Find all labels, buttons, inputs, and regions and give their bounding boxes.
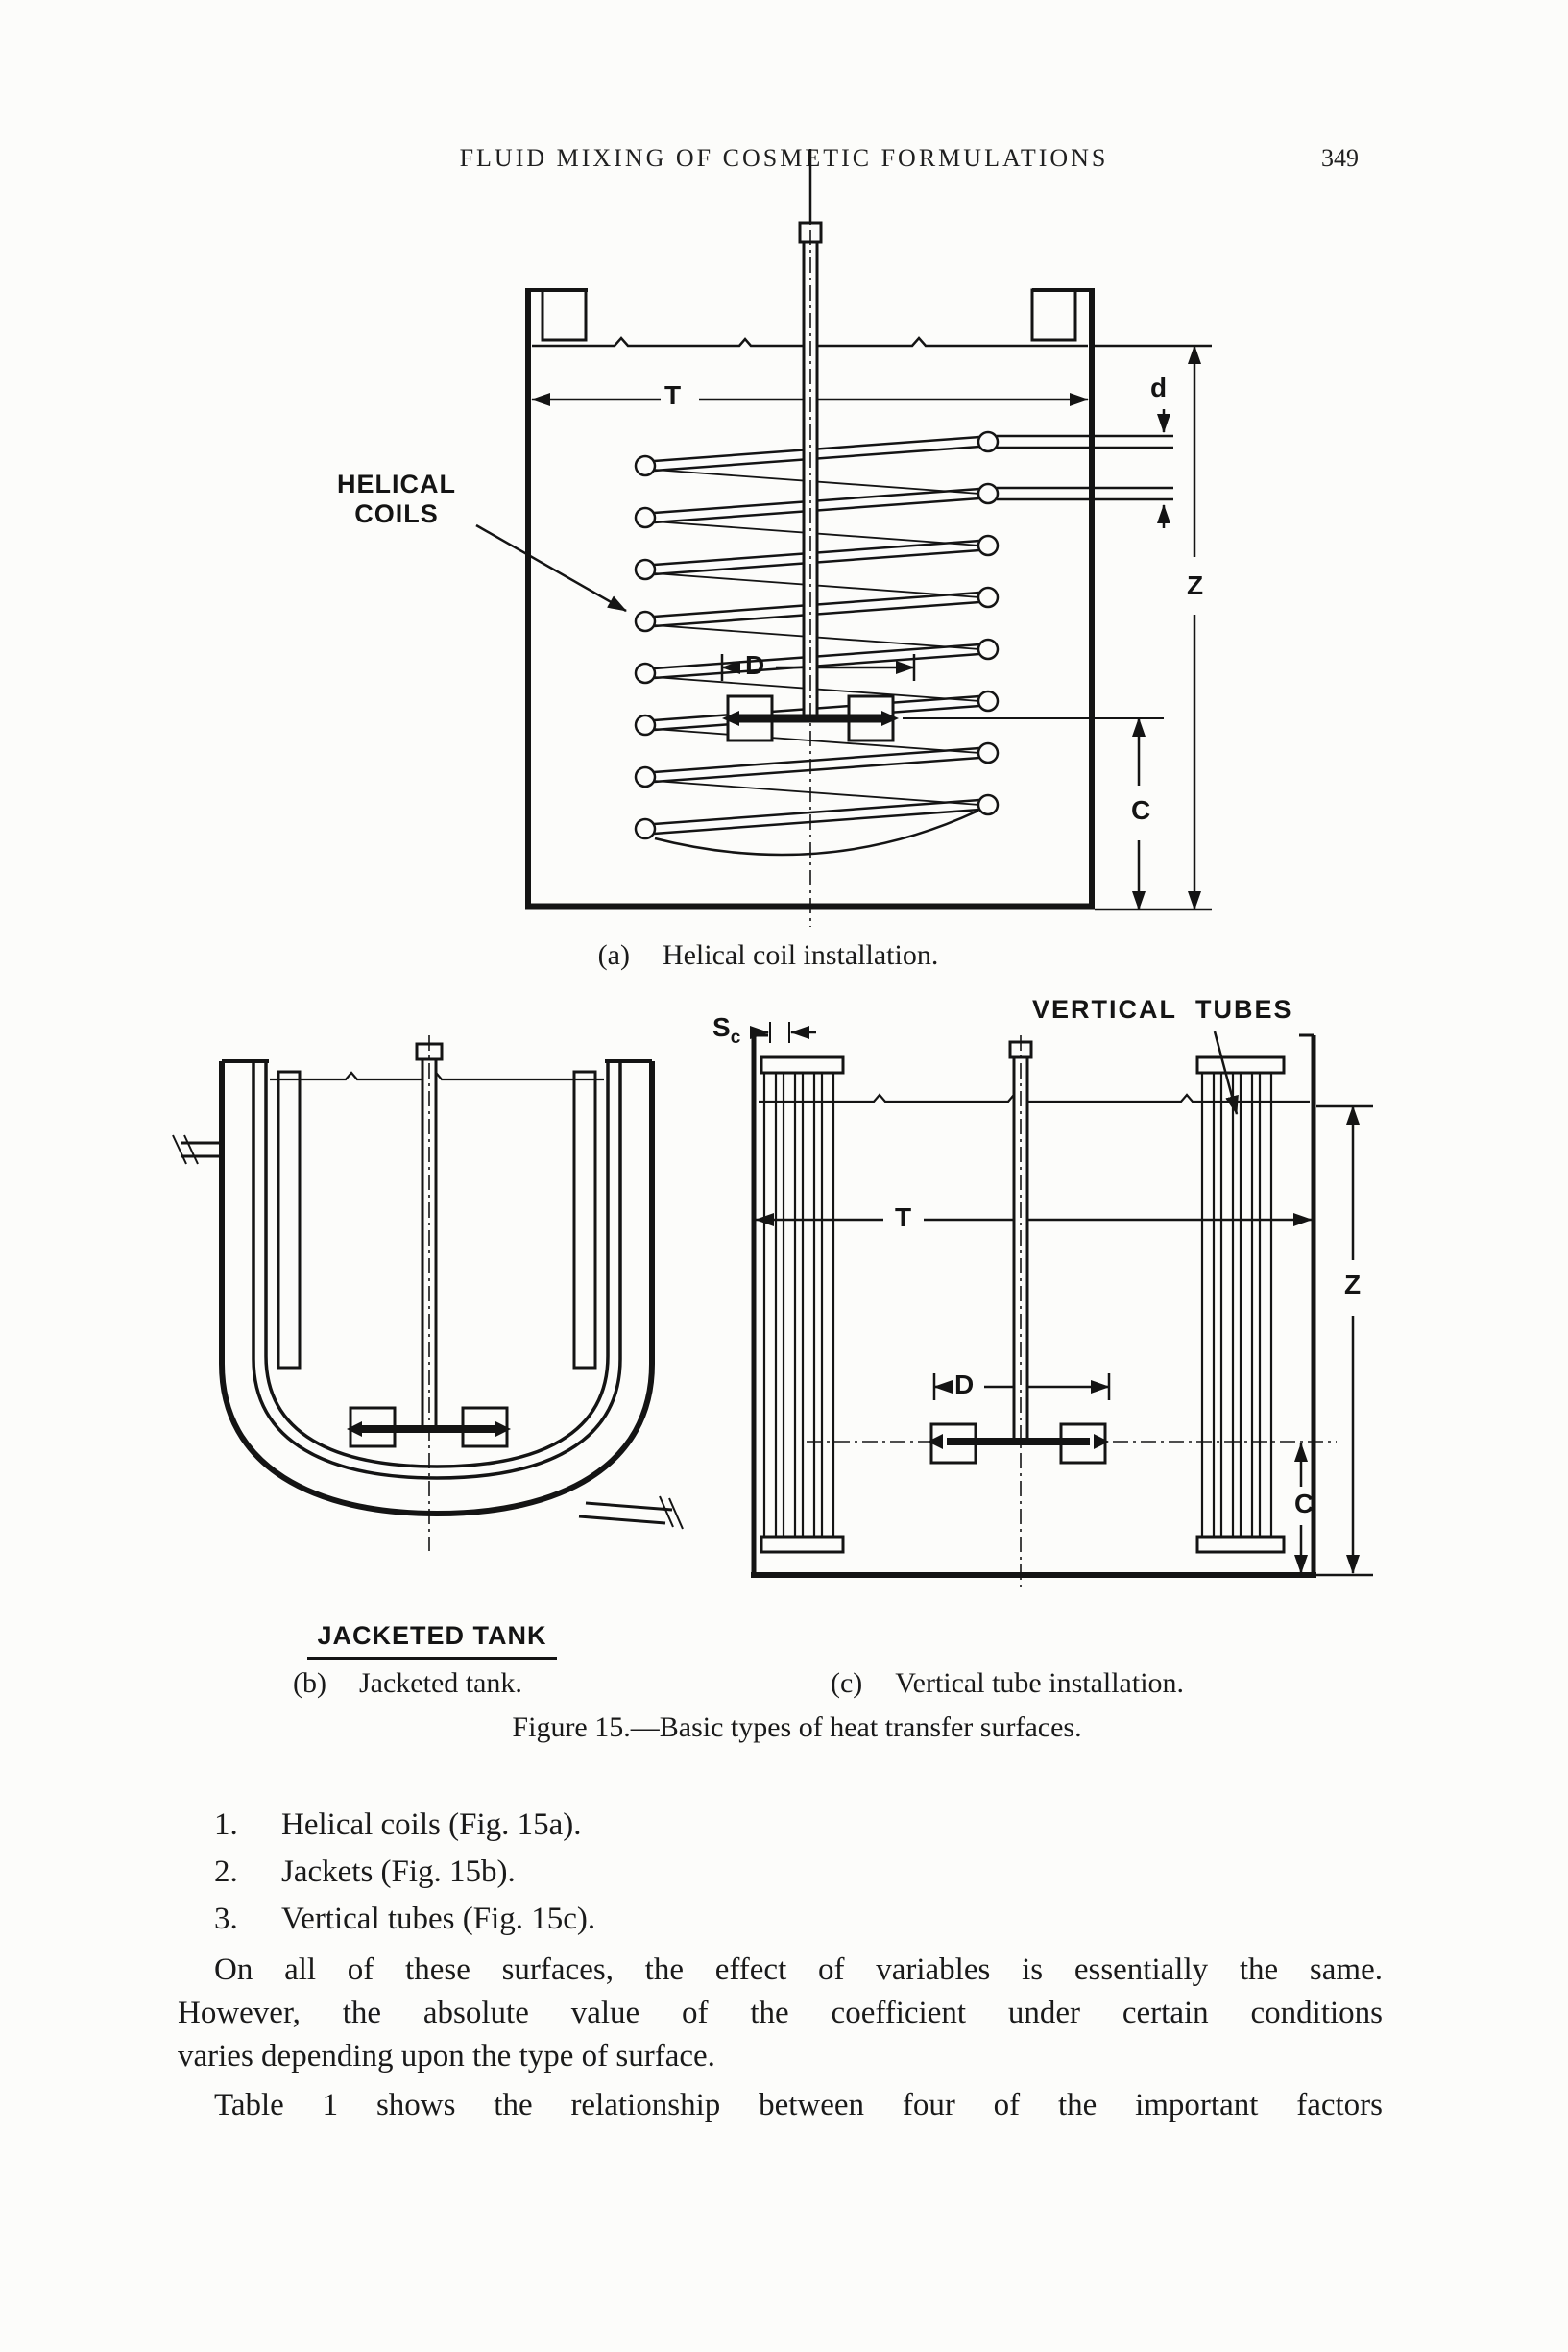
list-item-number: 2. [214, 1855, 238, 1889]
dim-label-D-a: D [745, 650, 765, 680]
figure-a-caption: (a) Helical coil installation. [519, 939, 1018, 972]
dim-C-arrow-a [903, 717, 1164, 910]
figure-caption: Figure 15.—Basic types of heat transfer … [512, 1711, 1082, 1743]
paragraph-line: Table 1 shows the relationship between f… [214, 2088, 1383, 2122]
dim-label-C-c: C [1294, 1489, 1315, 1518]
figure-a-caption-text: Helical coil installation. [662, 939, 939, 971]
list-item-number: 1. [214, 1807, 238, 1842]
jacket-shell [219, 1059, 655, 1517]
jacket-inlet-nozzle [172, 1134, 222, 1165]
figure-b-diagram [172, 1035, 684, 1551]
dim-label-S: S [712, 1012, 731, 1042]
dim-label-D-c: D [954, 1370, 975, 1399]
liquid-surface-c [759, 1093, 1310, 1103]
figure-b-caption-marker: (b) [293, 1667, 326, 1699]
vertical-tubes-pointer [1213, 1031, 1239, 1115]
dim-D-arrow-a [720, 654, 916, 681]
helical-coils-label-line1: HELICAL [337, 470, 456, 498]
dim-label-T-a: T [664, 380, 682, 410]
dim-Sc-arrow [750, 1022, 816, 1043]
list-item: 3. Vertical tubes (Fig. 15c). [178, 1896, 1383, 1943]
figure-c-caption-text: Vertical tube installation. [895, 1667, 1185, 1699]
vertical-tube-bundle-right [1195, 1055, 1286, 1554]
dim-label-Z-a: Z [1187, 570, 1204, 600]
dim-label-Z-c: Z [1344, 1270, 1362, 1299]
tank-c-walls [751, 1033, 1316, 1578]
dim-Z-arrow-c [1316, 1104, 1373, 1577]
jacketed-tank-label: JACKETED TANK [283, 1621, 581, 1660]
dim-label-Sc: Sc [712, 1012, 741, 1048]
dim-label-d-a: d [1150, 373, 1168, 402]
list-item-number: 3. [214, 1902, 238, 1936]
helical-coils-label-line2: COILS [354, 499, 439, 528]
jacket-outlet-nozzle [578, 1495, 684, 1530]
running-header: FLUID MIXING OF COSMETIC FORMULATIONS [459, 144, 1109, 172]
dim-label-S-sub: c [730, 1028, 741, 1048]
figure-b-caption: (b) Jacketed tank. [293, 1667, 522, 1700]
figure-c-caption-marker: (c) [831, 1667, 863, 1699]
list-item: 1. Helical coils (Fig. 15a). [178, 1802, 1383, 1849]
vertical-tube-bundle-left [760, 1055, 845, 1554]
liquid-surface-b [270, 1071, 604, 1081]
dim-Z-arrow-a [1095, 344, 1212, 911]
helical-coils-label: HELICAL COILS [325, 470, 469, 529]
list-item-text: Helical coils (Fig. 15a). [281, 1807, 582, 1842]
paragraph: Table 1 shows the relationship between f… [178, 2084, 1383, 2127]
body-text: 1. Helical coils (Fig. 15a). 2. Jackets (F… [178, 1802, 1383, 2127]
figure-c-caption: (c) Vertical tube installation. [831, 1667, 1184, 1700]
paragraph-line: On all of these surfaces, the effect of … [214, 1952, 1383, 1987]
figure-a-caption-marker: (a) [597, 939, 630, 971]
figure-a-diagram [475, 149, 1212, 927]
page-number: 349 [1321, 144, 1359, 172]
dim-d-extension-lines [997, 434, 1173, 501]
baffles-b [277, 1070, 597, 1370]
jacketed-tank-label-text: JACKETED TANK [307, 1621, 557, 1660]
dim-D-arrow-c [932, 1373, 1111, 1400]
list-item-text: Jackets (Fig. 15b). [281, 1855, 516, 1889]
dim-label-C-a: C [1131, 795, 1151, 825]
list-item-text: Vertical tubes (Fig. 15c). [281, 1902, 596, 1936]
list-item: 2. Jackets (Fig. 15b). [178, 1849, 1383, 1896]
figure-c-diagram [750, 1022, 1373, 1587]
helical-coils-pointer [475, 523, 627, 613]
impeller-c [928, 1422, 1109, 1465]
vertical-tubes-label: VERTICAL TUBES [1032, 995, 1293, 1024]
dim-label-T-c: T [895, 1202, 912, 1232]
paragraph-line: varies depending upon the type of surfac… [178, 2039, 715, 2073]
paragraph-line: However, the absolute value of the coeff… [178, 1996, 1383, 2030]
paragraph: On all of these surfaces, the effect of … [178, 1949, 1383, 2078]
figure-b-caption-text: Jacketed tank. [358, 1667, 522, 1699]
liquid-surface-a [532, 336, 1088, 348]
